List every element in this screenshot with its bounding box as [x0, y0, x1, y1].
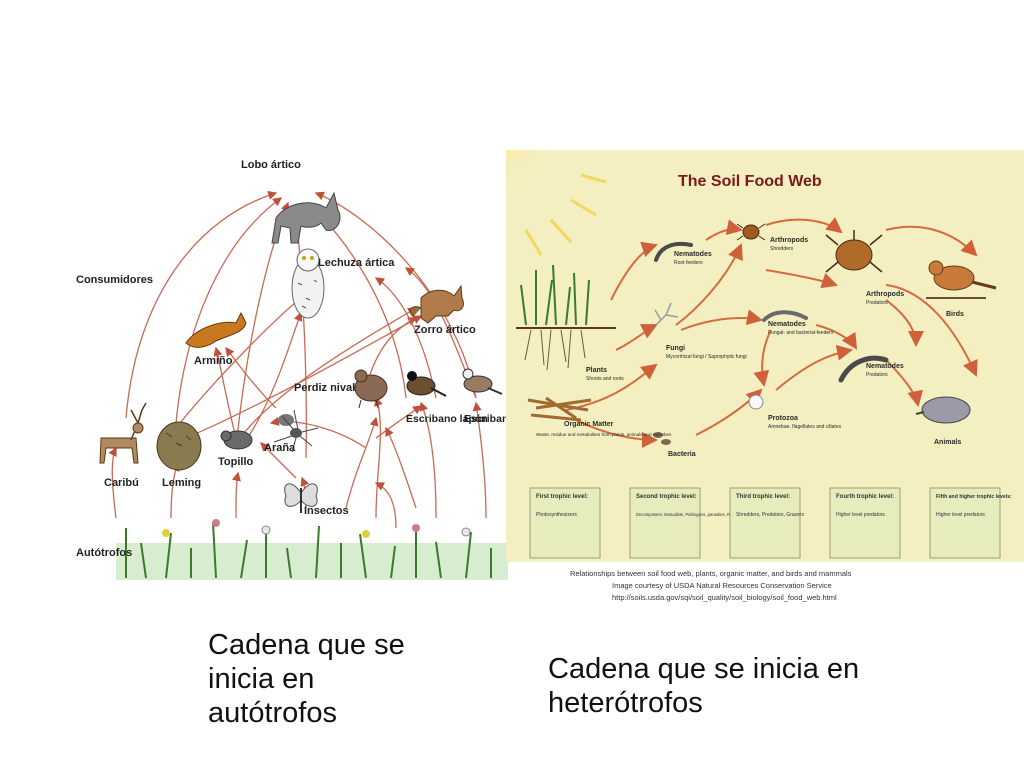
- label-topillo: Topillo: [218, 456, 254, 468]
- plants-icon: [516, 264, 616, 371]
- node-organic-matter-sub: Waste, residue and metabolites from plan…: [536, 432, 672, 437]
- bacteria-icon: [653, 432, 671, 445]
- credit-line-1: Relationships between soil food web, pla…: [570, 569, 852, 578]
- caption-autotrophs: Cadena que se inicia en autótrofos: [208, 628, 468, 730]
- node-fungi: Fungi: [666, 345, 685, 352]
- node-nematodes-predators-sub: Predators: [866, 372, 888, 378]
- credit-line-2: Image courtesy of USDA Natural Resources…: [612, 581, 832, 590]
- arthropod-shredder-icon: [736, 223, 766, 241]
- trophic-level-box: Fifth and higher trophic levels: Higher …: [929, 487, 1012, 559]
- label-zorro-artico: Zorro ártico: [414, 324, 476, 336]
- node-plants: Plants: [586, 367, 607, 374]
- node-arthropods-predators: Arthropods: [866, 291, 904, 298]
- node-plants-sub: Shoots and roots: [586, 376, 624, 382]
- spider-icon: [273, 409, 319, 453]
- credit-line-3: http://soils.usda.gov/sqi/soil_quality/s…: [612, 593, 837, 602]
- trophic-levels: First trophic level: Photosynthesizers S…: [529, 487, 1012, 559]
- node-nematodes-predators: Nematodes: [866, 363, 904, 370]
- organic-matter-icon: [527, 396, 592, 422]
- owl-icon: [291, 248, 325, 319]
- label-arana: Araña: [264, 442, 296, 454]
- node-arthropods-shredders: Arthropods: [770, 237, 808, 244]
- label-consumidores: Consumidores: [76, 274, 153, 286]
- node-animals: Animals: [934, 439, 961, 446]
- svg-text:Higher level predators: Higher level predators: [836, 512, 885, 518]
- node-organic-matter: Organic Matter: [564, 421, 614, 428]
- trophic-level-box: First trophic level: Photosynthesizers: [529, 487, 601, 559]
- caribou-icon: [99, 402, 147, 464]
- soil-web-title: The Soil Food Web: [678, 173, 822, 190]
- label-lobo-artico: Lobo ártico: [241, 159, 301, 171]
- soil-arrows: [565, 217, 978, 448]
- caption-heterotrophs: Cadena que se inicia en heterótrofos: [548, 652, 968, 720]
- node-nematodes-root: Nematodes: [674, 251, 712, 258]
- trophic-level-box: Fourth trophic level: Higher level preda…: [829, 487, 901, 559]
- node-nematodes-root-sub: Root feeders: [674, 260, 703, 266]
- label-autotrofos: Autótrofos: [76, 547, 132, 559]
- node-bacteria: Bacteria: [668, 451, 696, 458]
- label-escribano-nival: Escribano nival: [464, 413, 508, 425]
- wolf-icon: [271, 191, 341, 244]
- mole-icon: [915, 396, 971, 424]
- svg-text:Higher level predators: Higher level predators: [936, 512, 985, 518]
- lemming-icon: [156, 421, 202, 471]
- trophic-level-box: Third trophic level: Shredders, Predator…: [729, 487, 805, 559]
- svg-text:First trophic level:: First trophic level:: [536, 494, 588, 500]
- autotroph-plants: [116, 519, 508, 580]
- caption-heterotrophs-line: heterótrofos: [548, 687, 703, 719]
- caption-autotrophs-line: autótrofos: [208, 697, 337, 729]
- soil-food-web-diagram: The Soil Food Web: [506, 150, 1024, 602]
- label-perdiz-nival: Perdiz nival: [294, 382, 355, 394]
- svg-text:Fifth and higher trophic level: Fifth and higher trophic levels:: [936, 494, 1012, 500]
- svg-text:Decomposers, Mutualists, Patho: Decomposers, Mutualists, Pathogens, para…: [636, 512, 751, 517]
- trophic-level-box: Second trophic level: Decomposers, Mutua…: [629, 487, 751, 559]
- nematode-predator-icon: [838, 355, 889, 383]
- node-nematodes-fungal: Nematodes: [768, 321, 806, 328]
- label-escribano-lapon: Escribano lapón: [406, 413, 488, 425]
- caption-autotrophs-line: inicia en: [208, 663, 315, 695]
- label-caribu: Caribú: [104, 477, 139, 489]
- svg-text:Shredders, Predators, Grazers: Shredders, Predators, Grazers: [736, 512, 805, 518]
- caption-autotrophs-line: Cadena que se: [208, 629, 405, 661]
- node-arthropods-predators-sub: Predators: [866, 300, 888, 306]
- snow-bunting-icon: [462, 368, 503, 395]
- node-protozoa-sub: Amoebae, flagellates and ciliates: [768, 424, 842, 430]
- sun-icon: [506, 150, 576, 220]
- svg-text:Photosynthesizers: Photosynthesizers: [536, 512, 577, 518]
- fox-icon: [409, 284, 464, 324]
- label-armino: Armiño: [194, 355, 233, 367]
- node-protozoa: Protozoa: [768, 415, 798, 422]
- arthropod-predator-icon: [825, 230, 883, 273]
- svg-text:Third trophic level:: Third trophic level:: [736, 494, 790, 500]
- node-arthropods-shredders-sub: Shredders: [770, 246, 794, 252]
- nematode-root-feeder-icon: [654, 241, 693, 262]
- caption-heterotrophs-line: Cadena que se inicia en: [548, 653, 860, 685]
- bird-icon: [926, 260, 997, 299]
- nematode-fungal-feeder-icon: [762, 310, 808, 322]
- svg-text:Fourth trophic level:: Fourth trophic level:: [836, 494, 894, 500]
- fungi-icon: [654, 302, 679, 326]
- lapland-bunting-icon: [406, 371, 447, 397]
- label-leming: Leming: [162, 477, 201, 489]
- node-nematodes-fungal-sub: Fungal- and bacterial-feeders: [768, 330, 834, 336]
- protozoa-icon: [748, 394, 764, 410]
- svg-text:Second trophic level:: Second trophic level:: [636, 494, 697, 500]
- sun-rays: [524, 173, 607, 256]
- node-birds: Birds: [946, 311, 964, 318]
- vole-icon: [220, 430, 253, 450]
- node-fungi-sub: Mycorrhizal fungi / Saprophytic fungi: [666, 354, 747, 360]
- soil-web-credits: Relationships between soil food web, pla…: [570, 569, 852, 602]
- insects-icon: [284, 483, 318, 513]
- label-insectos: Insectos: [304, 505, 349, 517]
- ermine-icon: [185, 311, 247, 348]
- label-lechuza-artica: Lechuza ártica: [318, 257, 395, 269]
- arctic-food-web-diagram: Lobo ártico Consumidores Lechuza ártica …: [76, 159, 508, 580]
- ptarmigan-icon: [354, 369, 388, 409]
